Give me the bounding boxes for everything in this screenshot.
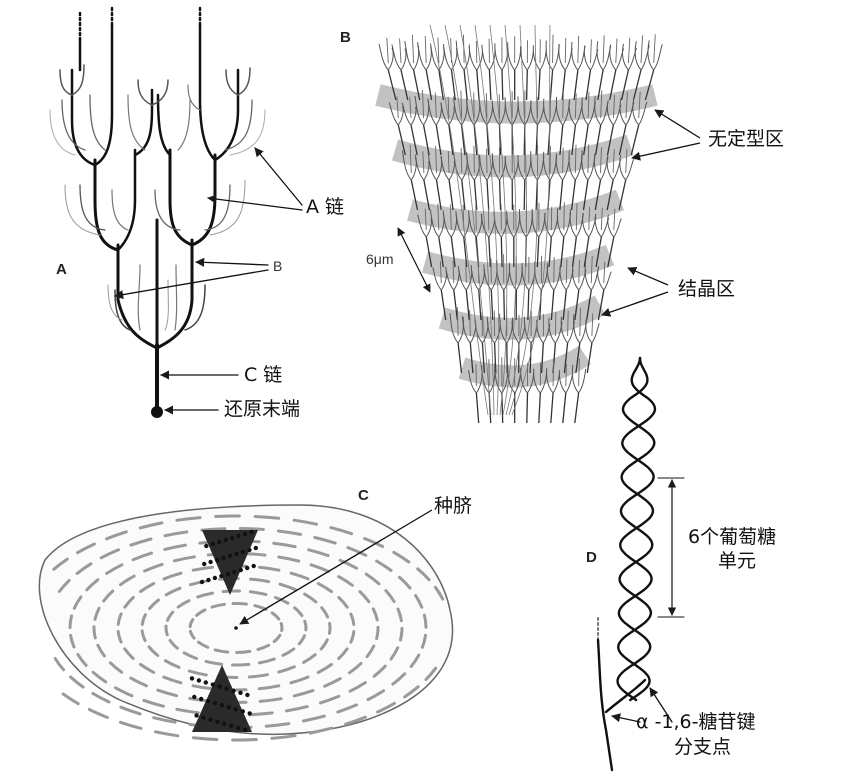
panel-a-letter: A xyxy=(56,261,67,278)
scale-label: 6μm xyxy=(366,251,394,267)
branch-point-label-line1: α -1,6-糖苷键 xyxy=(636,711,756,733)
crystalline-region-label: 结晶区 xyxy=(678,278,736,300)
panel-c-letter: C xyxy=(358,487,369,504)
reducing-end-dot xyxy=(151,406,163,418)
hilum-dot xyxy=(234,626,238,630)
amorphous-region-label: 无定型区 xyxy=(708,128,785,150)
c-chain-label: C 链 xyxy=(244,364,283,386)
panel-b-letter: B xyxy=(340,29,351,46)
panel-c-starch-granule xyxy=(38,504,454,742)
panel-d-amylopectin-helix xyxy=(596,356,685,772)
glucose-units-label-line2: 单元 xyxy=(718,550,757,572)
scale-bar-6um xyxy=(397,227,431,293)
reducing-end-label: 还原末端 xyxy=(224,398,301,420)
a-chain-label: A 链 xyxy=(306,196,345,218)
panel-b-lamellae-diagram xyxy=(375,24,701,424)
panel-a-cluster-diagram xyxy=(49,6,303,418)
b-chain-label: B xyxy=(273,258,283,274)
hilum-label: 种脐 xyxy=(434,495,473,517)
panel-d-letter: D xyxy=(586,549,597,566)
glucose-units-label-line1: 6个葡萄糖 xyxy=(688,526,777,548)
branch-point-label-line2: 分支点 xyxy=(674,736,732,758)
